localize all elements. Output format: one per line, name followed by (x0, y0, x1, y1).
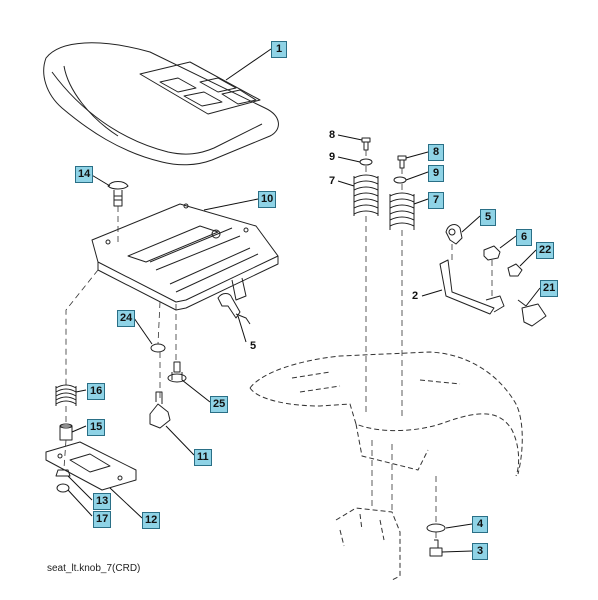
label-5-left[interactable]: 5 (250, 340, 257, 352)
callout-9-right[interactable]: 9 (428, 165, 444, 182)
bolt-part-8b (397, 155, 407, 169)
washer-part-4 (426, 523, 446, 533)
bracket-part-2 (439, 259, 505, 315)
figure-caption: seat_lt.knob_7(CRD) (47, 563, 141, 574)
callout-6[interactable]: 6 (516, 229, 532, 246)
spring-part-16 (55, 384, 77, 406)
knob-bolt-part-21 (517, 299, 547, 327)
label-9-left[interactable]: 9 (329, 151, 336, 163)
label-8-left[interactable]: 8 (329, 129, 336, 141)
nut-part-6 (483, 245, 501, 261)
spring-part-7a (353, 174, 379, 216)
callout-1[interactable]: 1 (271, 41, 287, 58)
callout-25[interactable]: 25 (210, 396, 229, 413)
washer-part-9a (359, 158, 373, 166)
label-2[interactable]: 2 (412, 290, 419, 302)
locknut-part-22 (507, 263, 523, 277)
callout-7-right[interactable]: 7 (428, 192, 444, 209)
assembly-lines (63, 150, 493, 540)
stud-part-25 (167, 361, 187, 383)
callout-10[interactable]: 10 (258, 191, 277, 208)
callout-11[interactable]: 11 (194, 449, 212, 466)
label-7-left[interactable]: 7 (329, 175, 336, 187)
callout-22[interactable]: 22 (536, 242, 555, 259)
callout-3[interactable]: 3 (472, 543, 488, 560)
callout-8-right[interactable]: 8 (428, 144, 444, 161)
bolt-part-14 (107, 181, 129, 207)
seat-part-1 (43, 42, 279, 166)
callout-5-right[interactable]: 5 (480, 209, 496, 226)
bolt-part-8a (361, 137, 371, 151)
callout-4[interactable]: 4 (472, 516, 488, 533)
leader-lines (67, 48, 541, 553)
bolt-part-3 (429, 539, 443, 557)
seat-pan-part-10 (91, 203, 279, 311)
callout-16[interactable]: 16 (87, 383, 106, 400)
callout-21[interactable]: 21 (540, 280, 559, 297)
callout-12[interactable]: 12 (142, 512, 161, 529)
knob-part-11 (149, 391, 171, 429)
latch-part-5b (445, 224, 463, 245)
spring-part-7b (389, 192, 415, 230)
fender-chassis (249, 351, 523, 581)
spacer-part-15 (59, 423, 73, 441)
callout-17[interactable]: 17 (93, 511, 112, 528)
washer-part-9b (393, 176, 407, 184)
slide-plate-part-12 (45, 441, 137, 491)
callout-14[interactable]: 14 (75, 166, 94, 183)
callout-13[interactable]: 13 (93, 493, 112, 510)
callout-15[interactable]: 15 (87, 419, 106, 436)
nut-part-13 (55, 469, 71, 477)
latch-part-5a (217, 293, 251, 325)
washer-part-24 (150, 343, 166, 353)
washer-part-17 (56, 483, 70, 493)
callout-24[interactable]: 24 (117, 310, 136, 327)
